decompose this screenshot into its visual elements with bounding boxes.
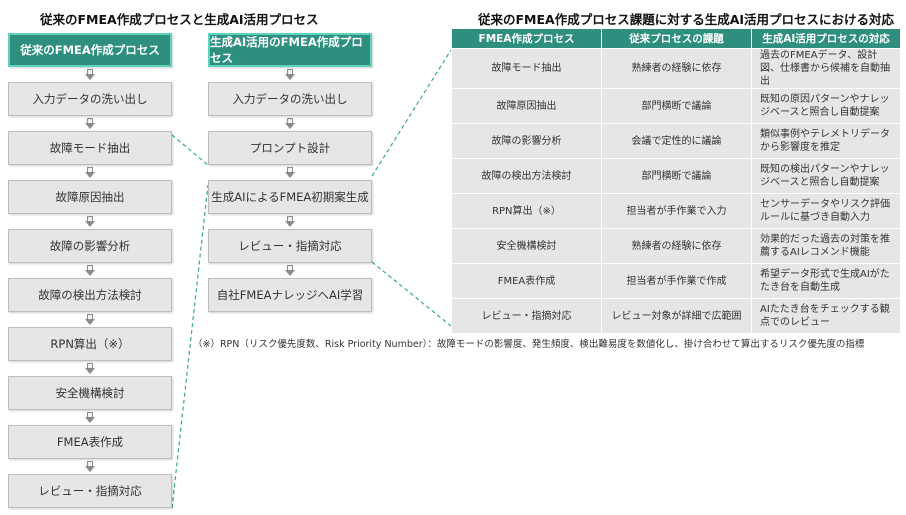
genai-step: 生成AIによるFMEA初期案生成 <box>208 180 372 214</box>
genai-step: 入力データの洗い出し <box>208 82 372 116</box>
table-row: 故障の影響分析 会議で定性的に議論 類似事例やテレメトリデータから影響度を推定 <box>451 123 901 159</box>
conventional-step: 故障原因抽出 <box>8 180 172 214</box>
table-cell: 部門横断で議論 <box>601 88 752 124</box>
down-arrow-icon <box>85 363 95 374</box>
table-row: 故障原因抽出 部門横断で議論 既知の原因パターンやナレッジベースと照合し自動提案 <box>451 88 901 124</box>
table-cell: 希望データ形式で生成AIがたたき台を自動生成 <box>751 263 901 299</box>
table-cell: 類似事例やテレメトリデータから影響度を推定 <box>751 123 901 159</box>
conventional-step: 故障の影響分析 <box>8 229 172 263</box>
table-cell: 故障モード抽出 <box>451 48 602 89</box>
table-cell: 過去のFMEAデータ、設計図、仕様書から候補を自動抽出 <box>751 48 901 89</box>
down-arrow-icon <box>285 118 295 129</box>
down-arrow-icon <box>85 69 95 80</box>
conventional-step: 故障モード抽出 <box>8 131 172 165</box>
connector-line <box>171 134 209 166</box>
table-cell: 安全機構検討 <box>451 228 602 264</box>
table-cell: 故障原因抽出 <box>451 88 602 124</box>
down-arrow-icon <box>85 118 95 129</box>
table-row: 故障モード抽出 熟練者の経験に依存 過去のFMEAデータ、設計図、仕様書から候補… <box>451 48 901 89</box>
down-arrow-icon <box>85 461 95 472</box>
connector-line <box>171 184 209 509</box>
conventional-step: FMEA表作成 <box>8 425 172 459</box>
table-cell: 部門横断で議論 <box>601 158 752 194</box>
table-cell: RPN算出（※） <box>451 193 602 229</box>
table-cell: 既知の検出パターンやナレッジベースと照合し自動提案 <box>751 158 901 194</box>
conventional-step: 故障の検出方法検討 <box>8 278 172 312</box>
right-title: 従来のFMEA作成プロセス課題に対する生成AI活用プロセスにおける対応 <box>478 12 895 27</box>
down-arrow-icon <box>85 216 95 227</box>
genai-step: レビュー・指摘対応 <box>208 229 372 263</box>
rpn-footnote: （※）RPN（リスク優先度数、Risk Priority Number）：故障モ… <box>193 339 865 350</box>
table-cell: 故障の検出方法検討 <box>451 158 602 194</box>
down-arrow-icon <box>85 265 95 276</box>
left-title: 従来のFMEA作成プロセスと生成AI活用プロセス <box>40 12 319 27</box>
table-row: 故障の検出方法検討 部門横断で議論 既知の検出パターンやナレッジベースと照合し自… <box>451 158 901 194</box>
table-cell: 担当者が手作業で作成 <box>601 263 752 299</box>
conventional-step: 安全機構検討 <box>8 376 172 410</box>
down-arrow-icon <box>285 167 295 178</box>
down-arrow-icon <box>285 69 295 80</box>
down-arrow-icon <box>85 412 95 423</box>
table-cell: AIたたき台をチェックする観点でのレビュー <box>751 298 901 334</box>
table-cell: FMEA表作成 <box>451 263 602 299</box>
table-cell: 熟練者の経験に依存 <box>601 48 752 89</box>
connector-line <box>371 261 452 327</box>
down-arrow-icon <box>85 167 95 178</box>
table-cell: 担当者が手作業で入力 <box>601 193 752 229</box>
table-row: レビュー・指摘対応 レビュー対象が詳細で広範囲 AIたたき台をチェックする観点で… <box>451 298 901 334</box>
table-header-row: FMEA作成プロセス 従来プロセスの課題 生成AI活用プロセスの対応 <box>451 28 901 49</box>
table-cell: レビュー対象が詳細で広範囲 <box>601 298 752 334</box>
conventional-step: 入力データの洗い出し <box>8 82 172 116</box>
table-row: 安全機構検討 熟練者の経験に依存 効果的だった過去の対策を推薦するAIレコメンド… <box>451 228 901 264</box>
table-cell: 会議で定性的に議論 <box>601 123 752 159</box>
down-arrow-icon <box>85 314 95 325</box>
column-header: FMEA作成プロセス <box>451 28 602 49</box>
conventional-header: 従来のFMEA作成プロセス <box>8 33 172 67</box>
genai-header: 生成AI活用のFMEA作成プロセス <box>208 33 372 67</box>
column-header: 生成AI活用プロセスの対応 <box>751 28 901 49</box>
table-cell: センサーデータやリスク評価ルールに基づき自動入力 <box>751 193 901 229</box>
down-arrow-icon <box>285 265 295 276</box>
connector-line <box>371 49 452 177</box>
table-cell: 故障の影響分析 <box>451 123 602 159</box>
table-cell: 既知の原因パターンやナレッジベースと照合し自動提案 <box>751 88 901 124</box>
down-arrow-icon <box>285 216 295 227</box>
comparison-table: FMEA作成プロセス 従来プロセスの課題 生成AI活用プロセスの対応 故障モード… <box>451 28 901 334</box>
conventional-step: レビュー・指摘対応 <box>8 474 172 508</box>
table-row: FMEA表作成 担当者が手作業で作成 希望データ形式で生成AIがたたき台を自動生… <box>451 263 901 299</box>
column-header: 従来プロセスの課題 <box>601 28 752 49</box>
table-row: RPN算出（※） 担当者が手作業で入力 センサーデータやリスク評価ルールに基づき… <box>451 193 901 229</box>
table-cell: 効果的だった過去の対策を推薦するAIレコメンド機能 <box>751 228 901 264</box>
table-cell: レビュー・指摘対応 <box>451 298 602 334</box>
genai-step: 自社FMEAナレッジへAI学習 <box>208 278 372 312</box>
genai-step: プロンプト設計 <box>208 131 372 165</box>
table-cell: 熟練者の経験に依存 <box>601 228 752 264</box>
conventional-step: RPN算出（※） <box>8 327 172 361</box>
